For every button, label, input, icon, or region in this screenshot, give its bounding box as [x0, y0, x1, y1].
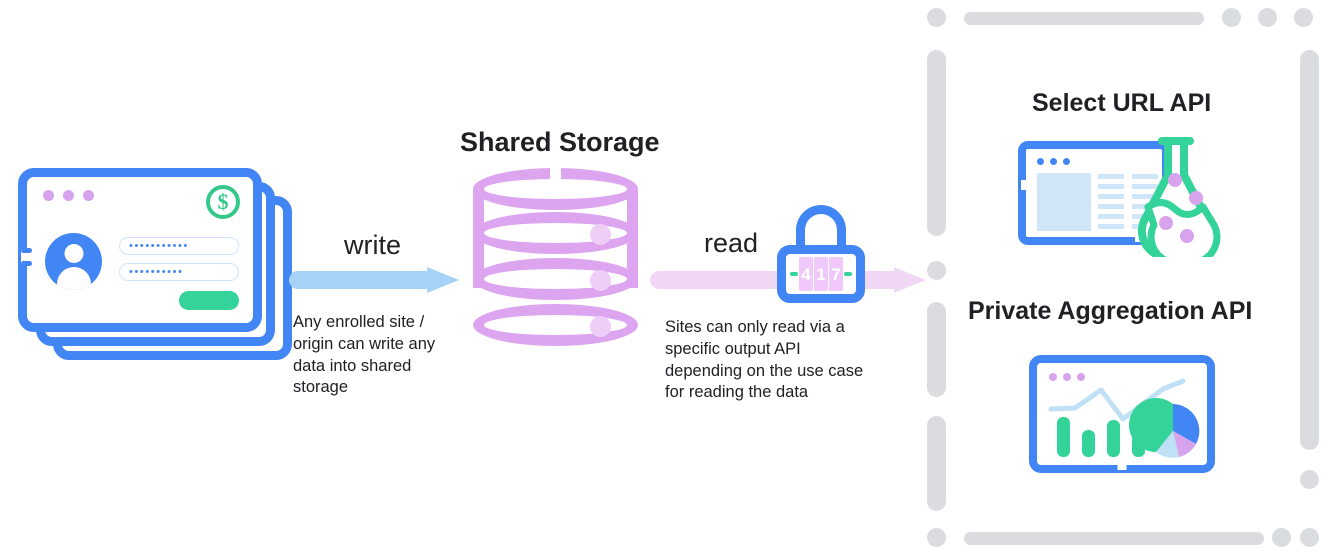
frame-bar-top: [964, 12, 1204, 25]
window-edge-notch: [21, 248, 33, 266]
private-aggregation-api-title: Private Aggregation API: [968, 297, 1253, 325]
dashboard-bottom-notch: [1117, 460, 1127, 470]
flask-bubble: [1189, 191, 1203, 205]
lock-digit-3: 7: [829, 257, 843, 291]
content-thumbnail: [1037, 173, 1091, 231]
money-badge-icon: $: [206, 185, 240, 219]
read-label: read: [704, 228, 759, 258]
pie-slice-green: [1129, 398, 1173, 452]
browser-edge-notch: [1021, 180, 1031, 190]
pie-slice-lightblue: [1156, 431, 1179, 458]
cylinder-ring-3: [473, 258, 638, 300]
read-caption: Sites can only read via a specific outpu…: [665, 318, 864, 402]
cylinder-side-right: [627, 189, 638, 326]
text-line: [1132, 184, 1158, 189]
private-aggregation-api-illustration: [1029, 355, 1215, 475]
frame-bar-left-top: [927, 50, 946, 236]
combination-lock-icon: 4 1 7: [777, 205, 865, 303]
pie-chart: [1129, 398, 1200, 458]
stacked-site-windows: $ ••••••••••• ••••••••••: [18, 168, 298, 360]
text-line: [1098, 224, 1124, 229]
flask-bubble: [1159, 216, 1173, 230]
text-line: [1098, 214, 1124, 219]
frame-dot-right-b: [1300, 528, 1319, 547]
frame-bar-right: [1300, 50, 1319, 450]
bar-2: [1082, 430, 1095, 457]
text-line: [1132, 194, 1158, 199]
dial-dash-left-icon: [790, 272, 798, 276]
write-arrow-head: [427, 267, 459, 293]
frame-bar-left-bottom: [927, 416, 946, 511]
cylinder-indicator-2: [590, 270, 611, 291]
window-traffic-dots: [43, 190, 94, 201]
text-line: [1098, 204, 1124, 209]
frame-dot-top-a: [1222, 8, 1241, 27]
dashboard-traffic-dots: [1049, 373, 1085, 381]
site-window-front: $ ••••••••••• ••••••••••: [18, 168, 262, 332]
content-text-column-1: [1098, 174, 1124, 229]
username-field[interactable]: •••••••••••: [119, 237, 239, 255]
frame-dot-top-b: [1258, 8, 1277, 27]
lock-digit-1: 4: [799, 257, 813, 291]
lock-shackle-shape: [796, 205, 846, 257]
browser-dot-icon: [1037, 158, 1044, 165]
frame-dot-bottom-a: [1272, 528, 1291, 547]
bar-3: [1107, 420, 1120, 457]
flask-bubble: [1168, 173, 1182, 187]
dashboard-dot-icon: [1049, 373, 1057, 381]
trend-line-series: [1048, 378, 1186, 422]
avatar-body-shape: [56, 267, 91, 290]
avatar: [45, 233, 102, 290]
frame-bar-left-mid: [927, 302, 946, 397]
pie-slice-blue: [1173, 404, 1200, 444]
dashboard-dot-icon: [1077, 373, 1085, 381]
cylinder-indicator-1: [590, 224, 611, 245]
cylinder-indicator-3: [590, 316, 611, 337]
cylinder-ring-4: [473, 304, 638, 346]
dial-dash-right-icon: [844, 272, 852, 276]
output-apis-panel: [921, 8, 1325, 547]
dashboard-charts: [1048, 378, 1200, 458]
cylinder-side-left: [473, 189, 484, 326]
window-dot-icon: [43, 190, 54, 201]
write-caption: Any enrolled site / origin can write any…: [293, 313, 436, 397]
text-line: [1098, 174, 1124, 179]
flask-bubble: [1180, 229, 1194, 243]
dashboard-window-icon: [1029, 355, 1215, 473]
write-arrow-icon: [289, 267, 459, 293]
select-url-api-illustration: [1018, 137, 1228, 257]
pie-slice-purple: [1173, 431, 1196, 457]
text-line: [1132, 174, 1158, 179]
select-url-api-title: Select URL API: [1032, 89, 1212, 117]
browser-dot-icon: [1050, 158, 1057, 165]
lock-body-shape: 4 1 7: [777, 245, 865, 303]
write-arrow-bar: [289, 271, 431, 289]
cylinder-ring-2: [473, 212, 638, 254]
browser-dot-icon: [1063, 158, 1070, 165]
frame-dot-top-c: [1294, 8, 1313, 27]
browser-traffic-dots: [1037, 158, 1070, 165]
dashboard-dot-icon: [1063, 373, 1071, 381]
read-arrow-head: [894, 267, 926, 293]
window-dot-icon: [83, 190, 94, 201]
submit-button[interactable]: [179, 291, 239, 310]
window-dot-icon: [63, 190, 74, 201]
database-cylinder-icon: [473, 166, 638, 348]
bar-1: [1057, 417, 1070, 457]
frame-dot-right-a: [1300, 470, 1319, 489]
lock-digit-2: 1: [814, 257, 828, 291]
text-line: [1098, 194, 1124, 199]
frame-dot-bottom-left: [927, 528, 946, 547]
flask-icon: [1137, 137, 1221, 257]
text-line: [1098, 184, 1124, 189]
password-field[interactable]: ••••••••••: [119, 263, 239, 281]
frame-dot-left-mid: [927, 261, 946, 280]
shared-storage-title: Shared Storage: [460, 127, 660, 157]
cylinder-top-notch: [550, 166, 561, 180]
frame-bar-bottom: [964, 532, 1264, 545]
frame-dot-top-left: [927, 8, 946, 27]
avatar-head-shape: [64, 244, 83, 263]
write-label: write: [344, 230, 402, 260]
